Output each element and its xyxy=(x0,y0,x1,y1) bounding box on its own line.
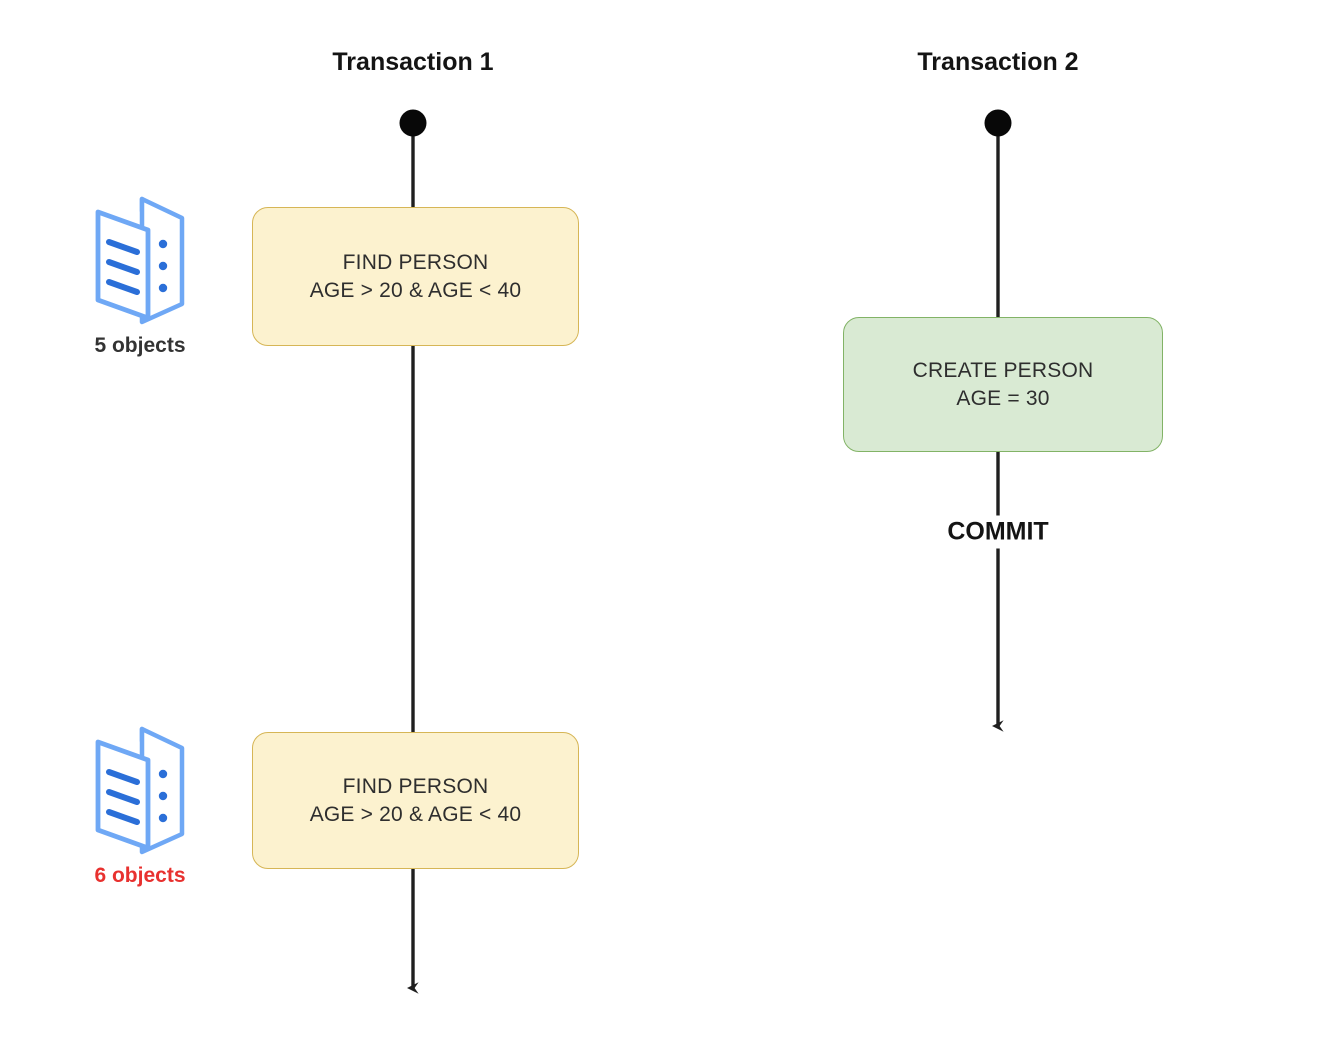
result-set-1-label: 5 objects xyxy=(94,334,186,357)
step-find-person-2[interactable]: FIND PERSON AGE > 20 & AGE < 40 xyxy=(252,732,579,869)
lane-title-transaction-2: Transaction 2 xyxy=(917,48,1079,76)
step-find-person-2-line2: AGE > 20 & AGE < 40 xyxy=(309,802,522,826)
documents-icon xyxy=(95,726,185,855)
start-dot-transaction-1 xyxy=(399,109,427,137)
result-set-1: 5 objects xyxy=(50,196,230,358)
step-find-person-1-line1: FIND PERSON xyxy=(342,250,489,274)
step-find-person-1[interactable]: FIND PERSON AGE > 20 & AGE < 40 xyxy=(252,207,579,346)
step-find-person-1-line2: AGE > 20 & AGE < 40 xyxy=(309,278,522,302)
result-set-2: 6 objects xyxy=(50,726,230,888)
step-create-person-line2: AGE = 30 xyxy=(956,386,1050,410)
edge-label-commit: COMMIT xyxy=(937,515,1059,549)
documents-icon xyxy=(95,196,185,325)
lane-title-transaction-1: Transaction 1 xyxy=(332,48,494,76)
start-dot-transaction-2 xyxy=(984,109,1012,137)
step-create-person[interactable]: CREATE PERSON AGE = 30 xyxy=(843,317,1163,452)
step-create-person-line1: CREATE PERSON xyxy=(912,358,1094,382)
result-set-2-label: 6 objects xyxy=(94,864,186,887)
step-find-person-2-line1: FIND PERSON xyxy=(342,774,489,798)
